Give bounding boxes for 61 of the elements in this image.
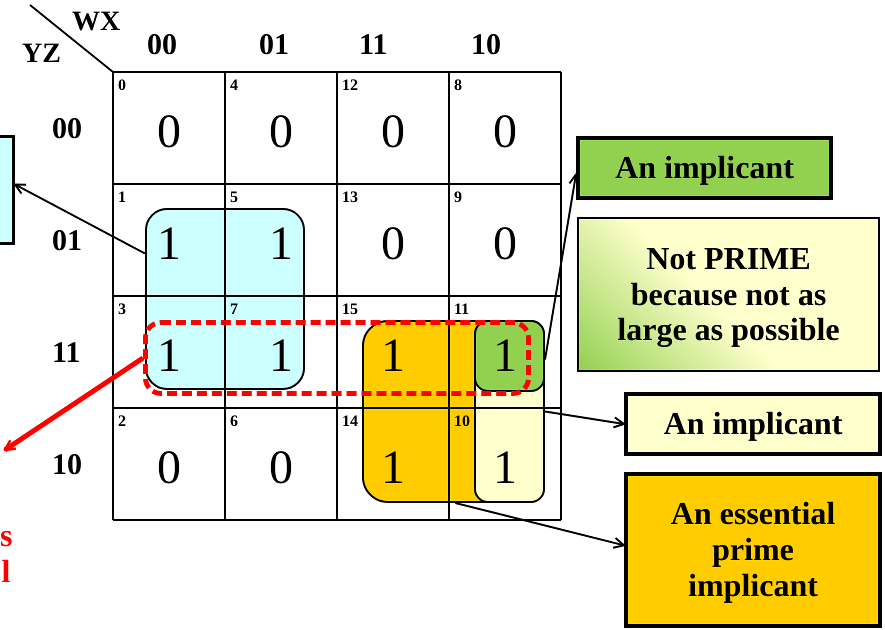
callout-box (624, 392, 882, 456)
cell-value: 0 (269, 108, 293, 156)
cell-index: 12 (342, 78, 358, 94)
cell-index: 3 (118, 302, 126, 318)
cell-value: 0 (493, 220, 517, 268)
callout-box (576, 136, 833, 200)
cell-index: 15 (342, 302, 358, 318)
arrow (544, 410, 625, 428)
cell-value: 0 (381, 108, 405, 156)
column-header: 11 (359, 30, 388, 60)
row-header: 01 (52, 226, 82, 256)
cell-index: 2 (118, 414, 126, 430)
axis-label: YZ (22, 40, 61, 68)
cell-index: 13 (342, 190, 358, 206)
cell-value: 0 (157, 444, 181, 492)
arrow (14, 184, 146, 254)
cell-value: 1 (381, 332, 405, 380)
cell-index: 5 (230, 190, 238, 206)
cell-value: 0 (157, 108, 181, 156)
cell-index: 9 (454, 190, 462, 206)
group-loop (362, 320, 545, 503)
callout-text: Not PRIME because not as large as possible (616, 240, 841, 348)
group-loop (145, 208, 305, 390)
group-loop (474, 320, 545, 392)
row-header: 11 (52, 338, 80, 368)
arrow (455, 502, 625, 549)
cell-index: 10 (454, 414, 470, 430)
row-header: 00 (52, 114, 82, 144)
cell-value: 0 (269, 444, 293, 492)
cell-value: 1 (269, 220, 293, 268)
note-text: s l (0, 518, 12, 590)
group-loop (474, 320, 545, 503)
cell-value: 1 (493, 444, 517, 492)
callout-box (624, 472, 882, 628)
cell-value: 1 (381, 444, 405, 492)
column-header: 10 (471, 30, 501, 60)
axis-label: WX (72, 8, 120, 36)
callout-text: An implicant (664, 406, 842, 442)
column-header: 01 (259, 30, 289, 60)
cell-value: 1 (493, 332, 517, 380)
cell-index: 6 (230, 414, 238, 430)
cell-index: 7 (230, 302, 238, 318)
cell-index: 14 (342, 414, 358, 430)
row-header: 10 (52, 450, 82, 480)
cell-value: 1 (269, 332, 293, 380)
column-header: 00 (147, 30, 177, 60)
arrow (544, 173, 580, 360)
cell-index: 4 (230, 78, 238, 94)
callout-text: An implicant (615, 150, 794, 186)
cell-value: 1 (157, 332, 181, 380)
callout-box (0, 135, 15, 245)
arrow (3, 356, 144, 452)
cell-index: 1 (118, 190, 126, 206)
cell-index: 11 (454, 302, 470, 318)
cell-value: 0 (493, 108, 517, 156)
callout-text: An essential prime implicant (670, 496, 836, 604)
cell-value: 0 (381, 220, 405, 268)
cell-index: 0 (118, 78, 126, 94)
cell-value: 1 (157, 220, 181, 268)
callout-box (577, 217, 880, 372)
cell-index: 8 (454, 78, 462, 94)
